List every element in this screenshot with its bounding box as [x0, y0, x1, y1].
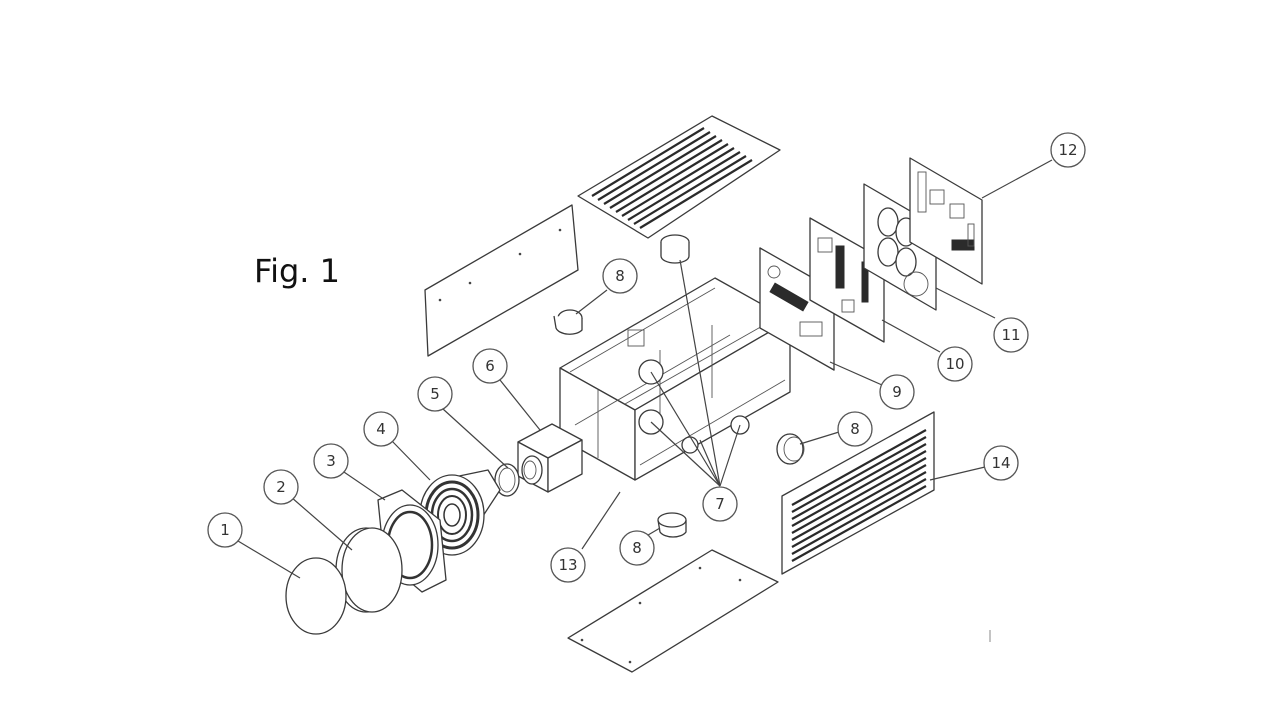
svg-text:11: 11: [1001, 326, 1020, 344]
figure-title: Fig. 1: [254, 252, 340, 290]
callout-14: 14: [983, 445, 1019, 481]
bottom-panel: [567, 549, 779, 673]
callout-11: 11: [993, 317, 1029, 353]
svg-text:7: 7: [715, 495, 725, 513]
svg-text:12: 12: [1058, 141, 1077, 159]
frame-chassis: [559, 277, 791, 481]
callout-6: 6: [472, 348, 508, 384]
sensor-housing: [517, 423, 583, 493]
callout-5: 5: [417, 376, 453, 412]
standoff-cylinder-upper: [553, 309, 583, 335]
callout-7: 7: [702, 486, 738, 522]
pcb-board-10: [809, 217, 885, 343]
pcb-board-9: [759, 247, 835, 371]
callout-8-upper: 8: [602, 258, 638, 294]
svg-text:10: 10: [945, 355, 964, 373]
svg-text:6: 6: [485, 357, 495, 375]
callout-9: 9: [879, 374, 915, 410]
callout-8-lower: 8: [619, 530, 655, 566]
leader-lines: [237, 159, 1053, 579]
svg-text:8: 8: [850, 420, 860, 438]
top-standoff: [660, 234, 690, 264]
standoff-cylinder-lower: [657, 512, 687, 538]
callout-2: 2: [263, 469, 299, 505]
retaining-ring: [494, 463, 520, 497]
top-vent-grille: [577, 115, 781, 239]
svg-text:14: 14: [991, 454, 1010, 472]
front-window: [285, 557, 347, 635]
svg-text:5: 5: [430, 385, 440, 403]
standoff-cylinder-right: [776, 433, 805, 465]
callout-4: 4: [363, 411, 399, 447]
callout-3: 3: [313, 443, 349, 479]
svg-text:2: 2: [276, 478, 286, 496]
svg-text:13: 13: [558, 556, 577, 574]
callout-8-right: 8: [837, 411, 873, 447]
svg-text:9: 9: [892, 383, 902, 401]
callout-1: 1: [207, 512, 243, 548]
svg-text:8: 8: [615, 267, 625, 285]
callout-12: 12: [1050, 132, 1086, 168]
svg-text:1: 1: [220, 521, 230, 539]
svg-text:3: 3: [326, 452, 336, 470]
svg-text:8: 8: [632, 539, 642, 557]
side-vent-grille: [781, 411, 935, 575]
pcb-board-12: [909, 157, 983, 285]
callout-10: 10: [937, 346, 973, 382]
upper-side-panel: [424, 204, 579, 357]
svg-text:4: 4: [376, 420, 386, 438]
callout-13: 13: [550, 547, 586, 583]
